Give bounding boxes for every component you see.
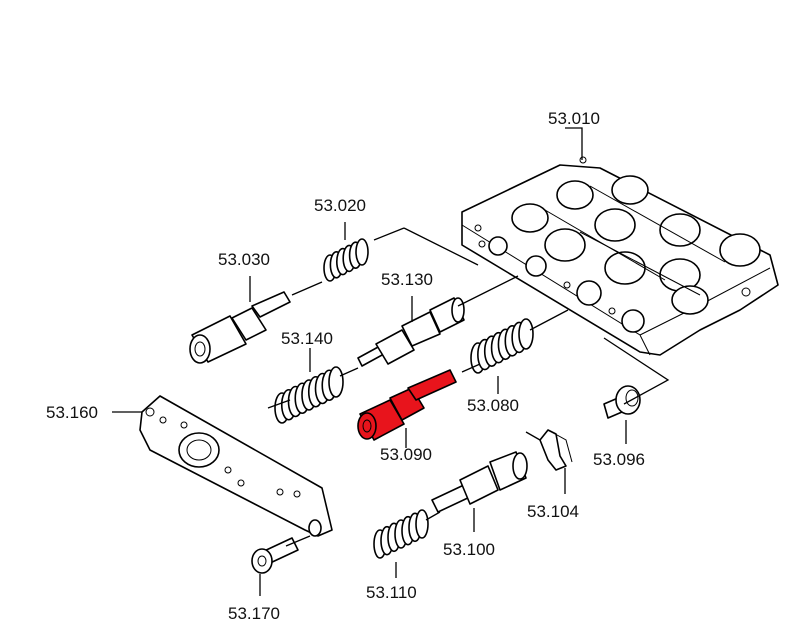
label-53-030: 53.030 (218, 250, 270, 269)
label-53-010: 53.010 (548, 109, 600, 128)
leader-lines (112, 127, 670, 596)
label-53-096: 53.096 (593, 450, 645, 469)
valve-53-100 (431, 451, 528, 513)
label-53-090: 53.090 (380, 445, 432, 464)
spring-coil (328, 366, 344, 398)
valve-53-030 (189, 291, 291, 364)
spring-coil (518, 318, 534, 350)
label-53-080: 53.080 (467, 396, 519, 415)
spring-53-110 (373, 509, 429, 559)
label-53-100: 53.100 (443, 540, 495, 559)
spring-coil (355, 238, 369, 266)
label-53-110: 53.110 (366, 583, 417, 602)
spring-53-080 (470, 318, 534, 374)
clip-53-104 (539, 429, 573, 471)
label-53-160: 53.160 (46, 403, 98, 422)
label-53-104: 53.104 (527, 502, 579, 521)
valve-body-housing (461, 156, 779, 356)
spring-53-020 (323, 238, 369, 282)
spring-53-140 (274, 366, 344, 424)
label-53-170: 53.170 (228, 604, 280, 622)
valve-53-090-highlighted (357, 369, 457, 441)
label-53-140: 53.140 (281, 329, 333, 348)
label-53-130: 53.130 (381, 270, 433, 289)
spring-coil (415, 509, 429, 539)
plug-53-096 (603, 385, 641, 419)
cover-plate (139, 395, 333, 537)
valve-53-130 (357, 297, 465, 367)
label-53-020: 53.020 (314, 196, 366, 215)
